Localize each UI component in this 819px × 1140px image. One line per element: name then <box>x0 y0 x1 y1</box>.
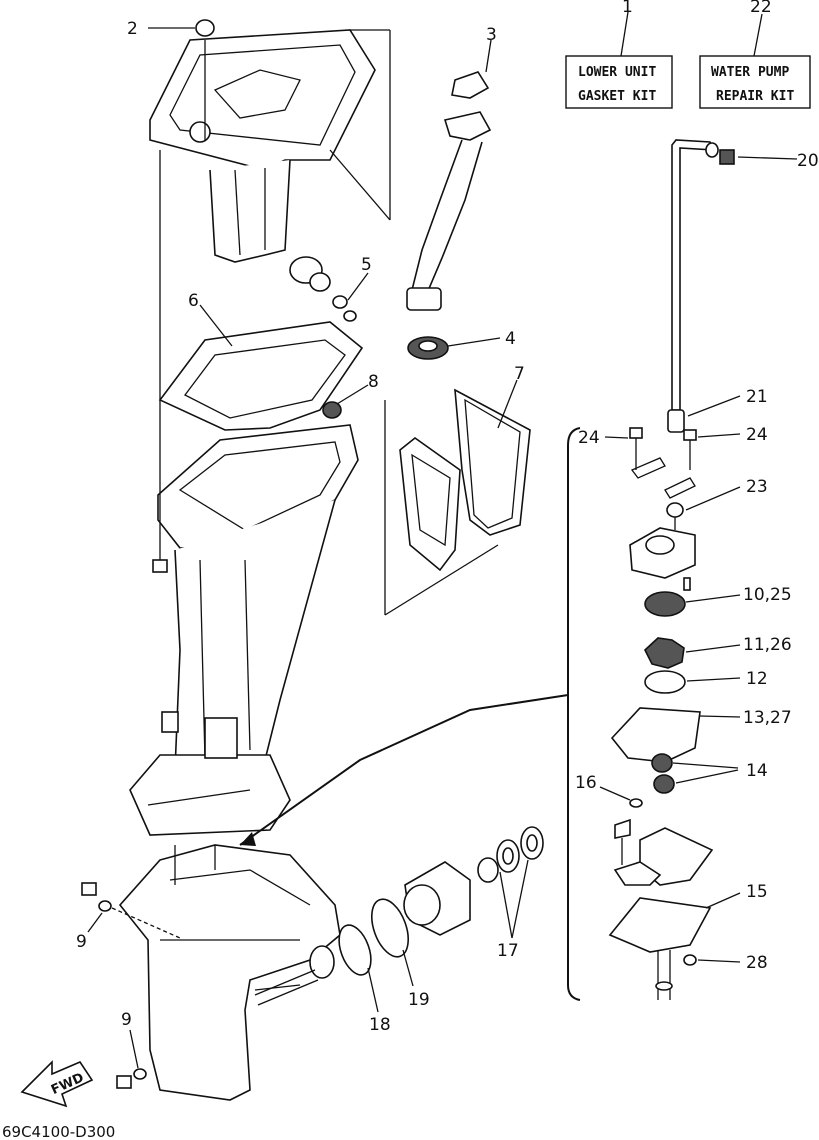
upper-casing-part <box>149 29 391 263</box>
gearcase-part <box>118 844 341 1101</box>
seal-part-14 <box>651 753 675 794</box>
callout-11-26: 11,26 <box>743 635 792 655</box>
callout-14: 14 <box>746 761 768 781</box>
callout-15: 15 <box>746 882 768 902</box>
water-tube-part-20 <box>671 139 735 411</box>
gasket-plate-part <box>613 818 714 886</box>
callout-19: 19 <box>408 990 430 1010</box>
impeller-part-11-26 <box>644 637 685 669</box>
callout-10-25: 10,25 <box>743 585 792 605</box>
drive-shaft-housing-part <box>129 424 359 836</box>
o-ring-part-18 <box>338 924 372 976</box>
callout-6: 6 <box>188 291 199 311</box>
water-tube-part <box>406 71 492 360</box>
water-pump-kit-line1: WATER PUMP <box>711 65 789 80</box>
insert-part-23 <box>666 502 684 530</box>
callout-16: 16 <box>575 773 597 793</box>
leader-lines <box>87 27 798 1069</box>
drain-screw-part-9b <box>116 1068 147 1089</box>
callout-2: 2 <box>127 19 138 39</box>
callout-18: 18 <box>369 1015 391 1035</box>
callout-24-left: 24 <box>578 428 600 448</box>
rubber-seal-part-7 <box>384 388 531 616</box>
water-pump-kit-line2: REPAIR KIT <box>716 89 794 104</box>
water-pump-bracket <box>239 427 581 1001</box>
o-ring-part-19 <box>370 898 410 958</box>
callout-12: 12 <box>746 669 768 689</box>
callout-13-27: 13,27 <box>743 708 792 728</box>
callout-17: 17 <box>497 941 519 961</box>
callout-7: 7 <box>514 364 525 384</box>
propeller-shaft-housing-part <box>254 857 499 1006</box>
callout-28: 28 <box>746 953 768 973</box>
o-ring-part-16 <box>629 798 643 808</box>
lower-unit-gasket-kit-box: 1 LOWER UNIT GASKET KIT <box>565 0 673 109</box>
lower-unit-kit-line1: LOWER UNIT <box>578 65 656 80</box>
water-pump-repair-kit-box: 22 WATER PUMP REPAIR KIT <box>699 0 811 109</box>
callout-3: 3 <box>486 25 497 45</box>
forward-arrow-icon: FWD <box>20 1060 94 1108</box>
cartridge-part-10-25 <box>644 591 686 617</box>
callout-1: 1 <box>622 0 633 17</box>
drain-screw-part-9a <box>81 882 181 939</box>
key-part-28 <box>683 954 697 966</box>
callout-21: 21 <box>746 387 768 407</box>
gasket-part-15 <box>608 897 712 953</box>
drive-shaft-lower <box>655 950 673 1000</box>
grommet-part-5 <box>289 256 357 322</box>
callout-5: 5 <box>361 255 372 275</box>
grommet-part-21 <box>667 409 685 433</box>
mounting-bolts <box>152 19 215 573</box>
callout-24-right: 24 <box>746 425 768 445</box>
bolts-part-24 <box>629 427 697 499</box>
outer-plate-part-13-27 <box>610 707 701 763</box>
oil-seal-part-17 <box>496 826 544 873</box>
callout-9-lower: 9 <box>121 1010 132 1030</box>
callout-8: 8 <box>368 372 379 392</box>
lower-unit-kit-line2: GASKET KIT <box>578 89 656 104</box>
callout-23: 23 <box>746 477 768 497</box>
callout-22: 22 <box>750 0 772 17</box>
diagram-code: 69C4100-D300 <box>2 1123 115 1140</box>
pump-housing <box>629 527 696 591</box>
callout-9-upper: 9 <box>76 932 87 952</box>
gasket-part-6 <box>158 321 364 431</box>
o-ring-part-12 <box>644 670 686 694</box>
callout-20: 20 <box>797 151 819 171</box>
nut-part-8 <box>322 401 342 419</box>
callout-4: 4 <box>505 329 516 349</box>
